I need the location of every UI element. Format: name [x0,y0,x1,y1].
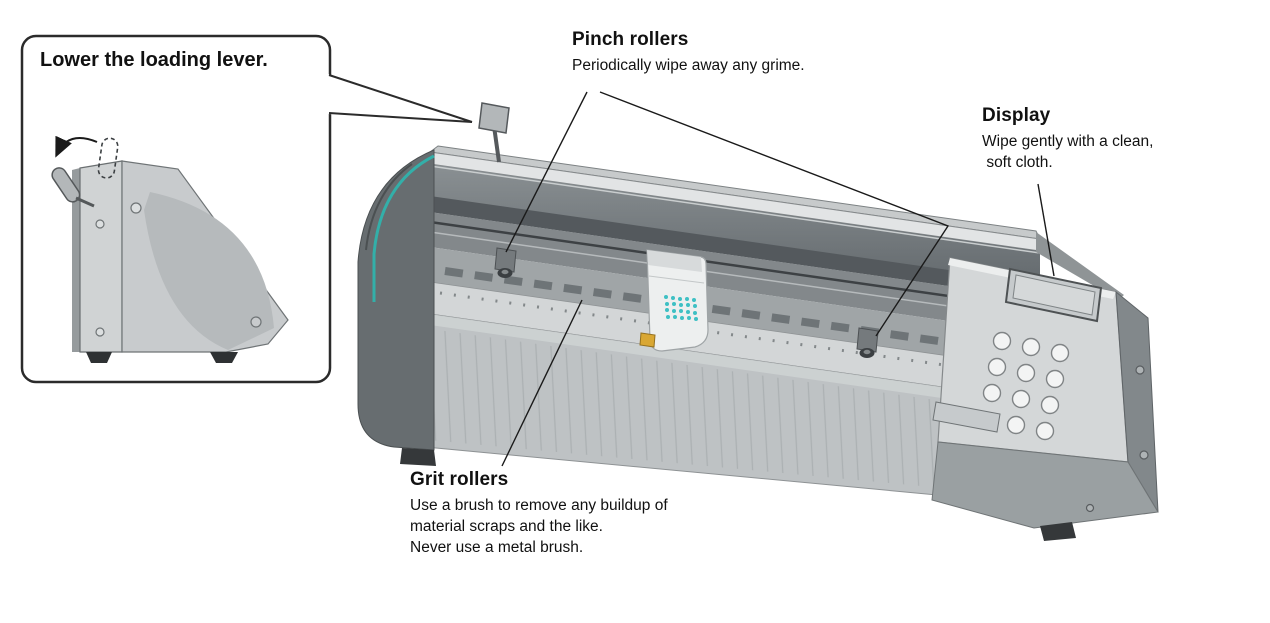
lever-motion-arrow-icon [55,135,98,158]
leader-pinch-roller-left [505,91,588,253]
screws [1085,365,1149,513]
display-screen [1004,267,1103,323]
machine-foot-left [400,448,436,466]
lever-raised-ghost [97,137,119,179]
side-view-foot [210,352,238,363]
cutting-machine-illustration [357,102,1159,541]
tool-carriage [639,249,709,352]
teal-accent-line [372,154,435,302]
leader-display [1037,183,1055,277]
blade-holder [639,332,656,348]
panel-slot [932,401,1001,433]
left-end-cap [357,149,435,451]
pinch-roller-left [494,247,517,278]
media-track [430,247,1040,369]
pinch-roller-right [856,327,879,358]
lever-lowered [51,167,81,203]
grit-rollers-strip [444,267,1031,358]
right-base [931,441,1159,529]
carriage-dot-grid [664,295,698,321]
keypad-buttons [982,331,1070,441]
side-view-machine [51,135,289,363]
leader-lines [501,91,1055,467]
machine-foot-right [1040,522,1076,541]
callout-title: Lower the loading lever. [40,49,268,71]
leader-grit-rollers [501,299,583,467]
leader-pinch-roller-right [599,91,950,337]
callout-bubble [20,34,473,384]
control-panel [931,257,1159,541]
side-view-foot [86,352,112,363]
loading-lever [478,102,510,163]
